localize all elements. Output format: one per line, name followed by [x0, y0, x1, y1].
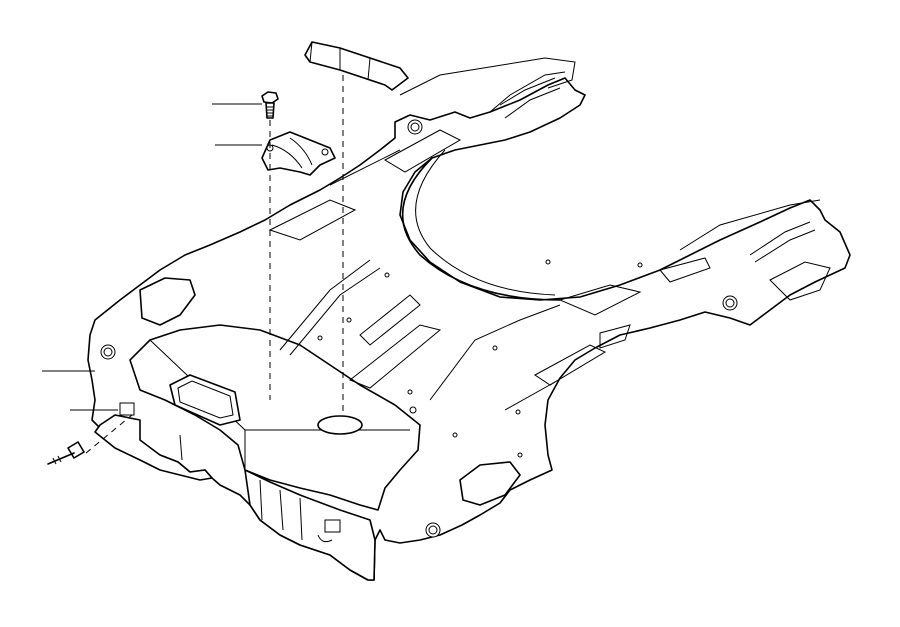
top-bracket[interactable]: [304, 41, 409, 91]
right-wheel-well: [459, 461, 521, 506]
mounting-holes: [100, 119, 738, 538]
upper-arm-channels: [268, 57, 576, 241]
clip[interactable]: [47, 441, 85, 465]
rear-raised-section: [129, 324, 421, 511]
bolt[interactable]: [261, 91, 279, 119]
callout-leaders: [42, 103, 262, 411]
bracket[interactable]: [261, 131, 336, 176]
rear-skirt: [94, 402, 376, 581]
floor-ribs: [279, 259, 631, 411]
left-wheel-well: [139, 277, 196, 326]
assembly-lines: [85, 75, 344, 454]
circular-cutout-edge: [401, 157, 561, 301]
right-arm-channels: [558, 199, 831, 316]
